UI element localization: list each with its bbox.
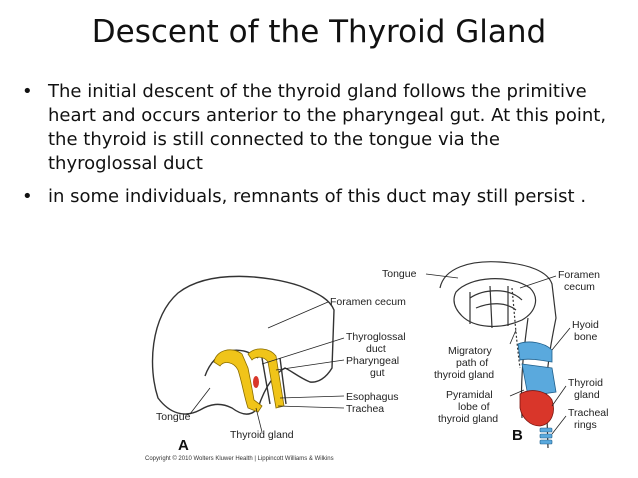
copyright-line: Copyright © 2010 Wolters Kluwer Health |… — [145, 456, 334, 462]
label-tongue-b: Tongue — [382, 268, 417, 280]
tracheal-rings — [539, 427, 553, 445]
label-tongue-a: Tongue — [156, 411, 191, 423]
embryo-outline — [151, 275, 335, 415]
label-gut: gut — [370, 367, 385, 379]
label-tracheal: Tracheal — [568, 407, 608, 419]
label-migratory: Migratory — [448, 345, 493, 357]
panel-a-thyroid — [213, 348, 285, 413]
tongue-inner-lines — [469, 285, 523, 329]
panel-letter-b: B — [512, 427, 523, 444]
panel-letter-a: A — [178, 437, 189, 454]
bullet-text: The initial descent of the thyroid gland… — [48, 81, 607, 174]
bullet-marker: • — [22, 81, 33, 102]
label-path-of: path of — [456, 357, 488, 369]
slide-title: Descent of the Thyroid Gland — [91, 14, 547, 50]
thyroid-descent-figure: Foramen cecum Thyroglossal duct Pharynge… — [151, 261, 608, 454]
label-bone: bone — [574, 331, 598, 343]
label-rings: rings — [574, 419, 597, 431]
label-thyroglossal: Thyroglossal — [346, 331, 406, 343]
bullet-marker: • — [22, 186, 33, 207]
bullet-item: • The initial descent of the thyroid gla… — [22, 80, 612, 176]
panel-b-leaders — [425, 273, 571, 435]
bullet-text: in some individuals, remnants of this du… — [48, 186, 587, 207]
migratory-path — [511, 287, 521, 369]
label-foramen: Foramen — [558, 269, 600, 281]
label-thyroid-gland-path: thyroid gland — [434, 369, 494, 381]
label-pharyngeal: Pharyngeal — [346, 355, 399, 367]
gut-tube — [261, 357, 287, 405]
label-foramen-cecum: Foramen cecum — [330, 296, 406, 308]
label-esophagus: Esophagus — [346, 391, 399, 403]
thyroid-gland-shape — [519, 390, 554, 427]
thyroglossal-duct-shape — [213, 349, 263, 413]
label-trachea: Trachea — [346, 403, 384, 415]
pharyngeal-gut-shape — [247, 348, 285, 409]
bullet-list: • The initial descent of the thyroid gla… — [22, 80, 612, 218]
label-duct: duct — [366, 343, 386, 355]
label-thyroid: Thyroid — [568, 377, 603, 389]
label-lobe-of: lobe of — [458, 401, 490, 413]
label-pyramidal: Pyramidal — [446, 389, 493, 401]
panel-a-drawing — [151, 275, 335, 415]
label-thyroid-gland-lobe: thyroid gland — [438, 413, 498, 425]
hyoid-bone-shape — [517, 341, 553, 363]
label-hyoid: Hyoid — [572, 319, 599, 331]
panel-a-leaders — [189, 301, 345, 433]
thyroid-bud — [253, 376, 259, 388]
bullet-item: • in some individuals, remnants of this … — [22, 185, 612, 209]
label-cecum: cecum — [564, 281, 595, 293]
tongue-outline — [453, 278, 537, 327]
label-gland: gland — [574, 389, 600, 401]
label-thyroid-gland-a: Thyroid gland — [230, 429, 294, 441]
thyroid-cartilage-shape — [521, 363, 557, 397]
